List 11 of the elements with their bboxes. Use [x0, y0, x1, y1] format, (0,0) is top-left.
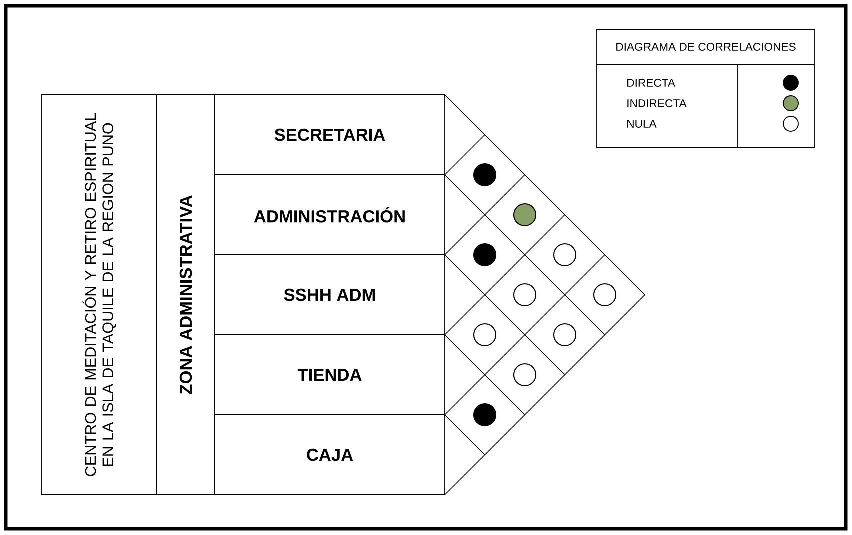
room-box: SSHH ADM [214, 254, 446, 336]
room-box: ADMINISTRACIÓN [214, 174, 446, 256]
legend-text: NULA [628, 120, 657, 128]
title-box: CENTRO DE MEDITACIÓN Y RETIRO ESPIRITUAL EN LA ISLA DE TAQUILE DE LA REGION PUNO [42, 94, 158, 496]
room-box: TIENDA [214, 334, 446, 416]
legend-text: DIRECTA [628, 79, 676, 87]
legend-text: INDIRECTA [628, 100, 687, 108]
room-box: SECRETARIA [214, 94, 446, 176]
legend-heading: DIAGRAMA DE CORRELACIONES [616, 43, 796, 51]
zone-box: ZONA ADMINISTRATIVA [156, 94, 216, 496]
room-box: CAJA [214, 414, 446, 496]
